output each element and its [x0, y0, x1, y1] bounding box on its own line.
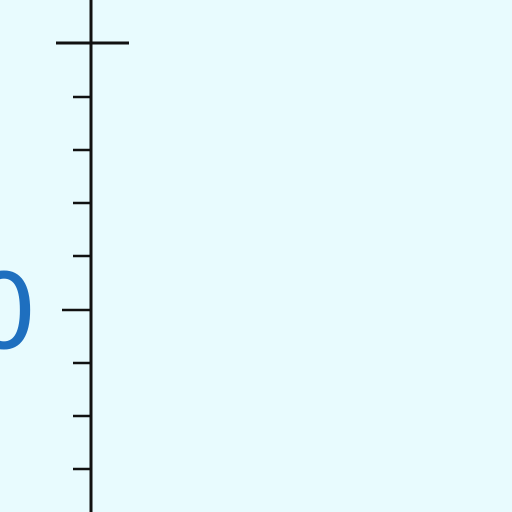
scale-label-zero: 0 — [0, 251, 37, 373]
